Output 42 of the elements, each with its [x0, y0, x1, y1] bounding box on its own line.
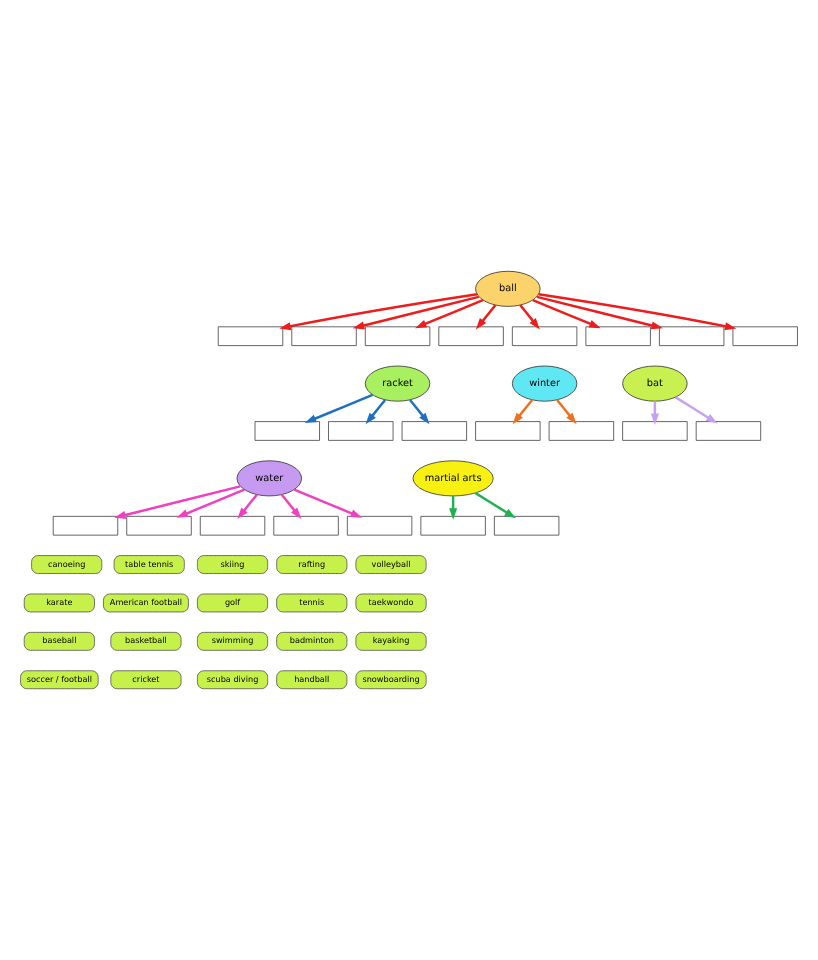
arrow	[352, 295, 480, 330]
node-box	[401, 421, 467, 441]
arrow	[475, 304, 497, 330]
node-box	[475, 421, 541, 441]
node-box	[438, 326, 504, 347]
arrow	[538, 293, 737, 331]
arrow	[519, 304, 540, 330]
node-box	[346, 515, 413, 536]
node-box	[695, 421, 762, 441]
node-box	[364, 326, 431, 347]
arrow	[675, 396, 718, 424]
node-box	[732, 326, 798, 347]
arrow	[415, 298, 484, 329]
node-box	[254, 421, 320, 441]
arrow	[474, 492, 516, 519]
node-box	[199, 515, 266, 536]
node-box	[548, 421, 615, 441]
arrow	[556, 399, 577, 425]
arrow	[536, 295, 663, 330]
node-box	[420, 515, 486, 536]
arrow	[293, 488, 363, 518]
arrow	[176, 488, 245, 518]
node-box	[622, 421, 688, 441]
arrow	[409, 399, 430, 425]
arrow	[114, 485, 241, 519]
node-box	[659, 326, 725, 347]
arrow	[237, 493, 258, 519]
arrow	[532, 298, 601, 329]
arrow	[365, 399, 387, 425]
node-box	[126, 515, 192, 536]
node-box	[493, 515, 560, 536]
node-box	[52, 515, 119, 536]
arrow	[304, 393, 373, 423]
node-box	[217, 326, 284, 347]
arrow	[279, 293, 478, 331]
node-box	[585, 326, 651, 347]
arrow	[280, 493, 302, 519]
node-box	[511, 326, 578, 347]
node-box	[291, 326, 357, 347]
node-box	[328, 421, 394, 441]
node-box	[273, 515, 339, 536]
arrow	[512, 399, 534, 425]
